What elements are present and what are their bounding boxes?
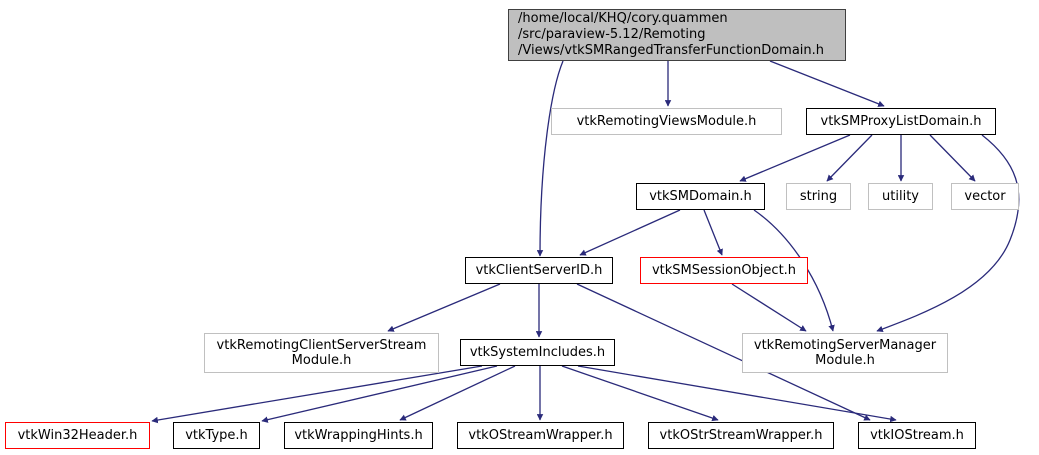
graph-node-iostream[interactable]: vtkIOStream.h <box>858 422 976 449</box>
graph-node-remoting_server_manager_module[interactable]: vtkRemotingServerManager Module.h <box>742 333 948 373</box>
graph-node-string[interactable]: string <box>786 183 851 210</box>
graph-node-label: vtkClientServerID.h <box>475 263 603 278</box>
graph-node-sm_proxy_list_domain[interactable]: vtkSMProxyListDomain.h <box>806 108 996 135</box>
graph-node-sm_domain[interactable]: vtkSMDomain.h <box>636 183 765 210</box>
graph-node-label: vtkWrappingHints.h <box>294 428 423 443</box>
graph-node-label: vtkOStrStreamWrapper.h <box>659 428 823 443</box>
graph-node-label: vtkWin32Header.h <box>17 428 138 443</box>
graph-edge-system_includes-to-ostr_stream_wrapper <box>561 365 719 422</box>
graph-node-label: vtkRemotingClientServerStream Module.h <box>216 338 427 368</box>
graph-node-client_server_id[interactable]: vtkClientServerID.h <box>465 257 613 284</box>
graph-edge-sm_proxy_list_domain-to-sm_domain <box>739 134 851 182</box>
graph-node-label: vtkRemotingServerManager Module.h <box>753 338 937 368</box>
graph-node-type[interactable]: vtkType.h <box>173 422 260 449</box>
graph-node-root[interactable]: /home/local/KHQ/cory.quammen /src/paravi… <box>508 9 846 61</box>
graph-node-label: vtkSystemIncludes.h <box>469 345 606 360</box>
graph-node-win32_header[interactable]: vtkWin32Header.h <box>5 422 150 449</box>
graph-edge-system_includes-to-win32_header <box>151 365 483 424</box>
graph-edge-sm_session_object-to-remoting_server_manager_module <box>731 283 807 332</box>
graph-node-label: vector <box>964 189 1006 204</box>
graph-node-sm_session_object[interactable]: vtkSMSessionObject.h <box>640 257 808 284</box>
graph-node-label: /home/local/KHQ/cory.quammen /src/paravi… <box>518 11 825 58</box>
graph-node-label: utility <box>882 189 919 204</box>
graph-edge-system_includes-to-type <box>261 365 498 423</box>
graph-node-label: vtkRemotingViewsModule.h <box>576 114 757 129</box>
graph-node-label: vtkOStreamWrapper.h <box>468 428 613 443</box>
graph-node-label: string <box>799 189 838 204</box>
graph-node-label: vtkIOStream.h <box>870 428 964 443</box>
graph-edge-client_server_id-to-remoting_client_server_stream_module <box>387 283 501 332</box>
graph-edge-root-to-sm_proxy_list_domain <box>769 60 885 107</box>
graph-edge-system_includes-to-wrapping_hints <box>399 365 516 421</box>
graph-node-wrapping_hints[interactable]: vtkWrappingHints.h <box>284 422 433 449</box>
graph-node-label: vtkSMSessionObject.h <box>651 263 797 278</box>
graph-node-ostream_wrapper[interactable]: vtkOStreamWrapper.h <box>457 422 624 449</box>
graph-node-remoting_views_module[interactable]: vtkRemotingViewsModule.h <box>551 108 782 135</box>
graph-edge-sm_proxy_list_domain-to-vector <box>929 134 976 182</box>
graph-node-ostr_stream_wrapper[interactable]: vtkOStrStreamWrapper.h <box>648 422 834 449</box>
graph-node-label: vtkType.h <box>185 428 248 443</box>
graph-node-label: vtkSMDomain.h <box>649 189 752 204</box>
graph-edge-root-to-client_server_id <box>536 60 564 257</box>
graph-node-system_includes[interactable]: vtkSystemIncludes.h <box>460 339 615 366</box>
graph-edge-system_includes-to-iostream <box>577 365 897 423</box>
graph-edge-sm_domain-to-sm_session_object <box>703 209 723 256</box>
graph-edge-sm_domain-to-client_server_id <box>579 209 681 256</box>
graph-edge-sm_proxy_list_domain-to-string <box>826 134 873 182</box>
graph-node-remoting_client_server_stream_module[interactable]: vtkRemotingClientServerStream Module.h <box>204 333 439 373</box>
graph-edge-sm_proxy_list_domain-to-remoting_server_manager_module <box>876 134 1020 333</box>
graph-node-vector[interactable]: vector <box>951 183 1019 210</box>
graph-node-utility[interactable]: utility <box>868 183 933 210</box>
graph-node-label: vtkSMProxyListDomain.h <box>820 114 982 129</box>
